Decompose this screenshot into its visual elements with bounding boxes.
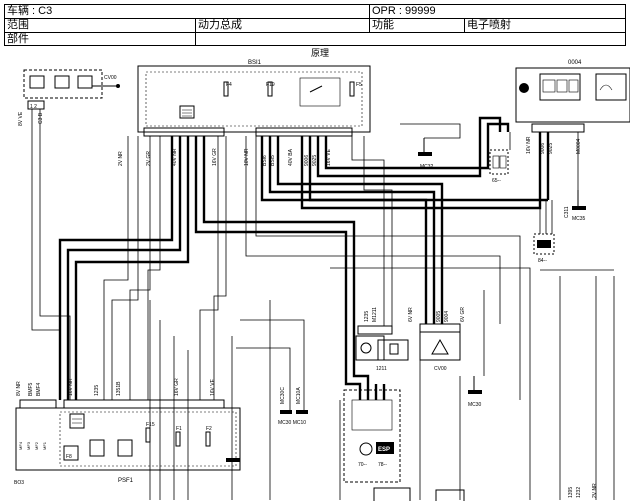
c1211-wire-a: 1235 [364, 311, 370, 322]
c1211-connector-label: 6V NR [408, 307, 414, 322]
bottom-wire-b: 1232 [576, 487, 582, 498]
cv00-connector-label: 8V VE [18, 111, 24, 126]
opr-label: OPR : 99999 [372, 5, 436, 17]
relay-mf4: MF4 [18, 441, 23, 450]
function-value: 电子喷射 [467, 19, 511, 31]
psf1-label: PSF1 [118, 478, 134, 484]
fuse-f5: F5 [356, 82, 362, 88]
c84-label: 84-- [538, 258, 547, 264]
bsi-conn-mid-label: 40V NR [172, 148, 178, 166]
c0004-label: 0004 [568, 60, 582, 66]
bottom-right-connector-label: 2V NR [592, 483, 598, 498]
title-block-rule [195, 18, 196, 46]
psf-conn-mid-label: 16V GR [174, 378, 180, 396]
c1211-wire-b: M1211 [372, 307, 378, 322]
fuse-f2: F2 [206, 426, 212, 432]
cv00-top-label: CV00 [104, 75, 117, 81]
thin-wire-group [31, 109, 615, 500]
bsi1-label: BSI1 [248, 60, 262, 66]
title-block-rule [369, 5, 370, 32]
c78-label: 78-- [378, 462, 387, 468]
c65-label: 65-- [492, 178, 501, 184]
ground-mc10a: MC10A [296, 387, 308, 414]
function-label: 功能 [372, 19, 394, 31]
ground-mc30-right: MC30 [468, 376, 482, 408]
psf-wire-d: 1351B [116, 381, 122, 396]
fuse-f8: F8 [66, 454, 72, 460]
fuse-f4: F4 [226, 82, 232, 88]
c0004-wire-a: 9006 [540, 143, 546, 154]
c311-label: C311 [564, 206, 570, 218]
bsi-conn-mid2-label: 16V GR [212, 148, 218, 166]
bsi-conn-left-label: 2V NR [118, 151, 124, 166]
cv00b-wire-b: 9004 [444, 311, 450, 322]
fuse-f15: F15 [146, 422, 155, 428]
bottom-wire-a: 1395 [568, 487, 574, 498]
relay-mf2: MF2 [34, 441, 39, 450]
c1211-component: 1211 1235 M1211 6V NR [355, 307, 414, 372]
scope-value: 动力总成 [198, 19, 242, 31]
scope-label: 范围 [7, 19, 29, 31]
relay-mf3: MF3 [26, 441, 31, 450]
c65-component: 65-- [489, 149, 509, 184]
bsi-conn-left2-label: 2V GR [146, 151, 152, 166]
c0004-wire-c: M0004 [576, 138, 582, 154]
esp-component: ESP 70-- 78-- [343, 389, 401, 483]
vehicle-label: 车辆 : C3 [7, 5, 53, 17]
title-block: 车辆 : C3 OPR : 99999 范围 动力总成 功能 电子喷射 部件 [4, 4, 626, 46]
psf-conn-left-label: 8V NR [16, 381, 22, 396]
cv00b-wire-a: 9005 [436, 311, 442, 322]
cv00-bottom-component: CV00 9005 9004 6V GR [419, 307, 466, 372]
ground-mc35: MC35 [572, 190, 586, 222]
psf-conn-mid2-label: 16V NR [68, 378, 74, 396]
bsi-conn-right3-label: 16V VE [326, 148, 332, 166]
bottom-partial-box [373, 487, 411, 501]
ground-mc30c: MC30C [280, 387, 292, 414]
c0004-component: 0004 16V NR 9006 9025 M0004 [515, 60, 630, 154]
svg-text:MC30C: MC30C [280, 387, 286, 404]
cv00-wire-label: C3 B [38, 112, 44, 124]
ground-psf1 [226, 458, 240, 462]
psf-wire-b: BMF4 [36, 382, 42, 396]
svg-text:MC30: MC30 [468, 402, 482, 408]
cv00b-connector-label: 6V GR [460, 307, 466, 322]
ground-mc30-mc10-label: MC30 MC10 [278, 420, 306, 426]
fuse-f1: F1 [176, 426, 182, 432]
title-block-rule [464, 18, 465, 32]
c0004-wire-b: 9025 [548, 143, 554, 154]
svg-text:MC35: MC35 [572, 216, 586, 222]
psf1-component: PSF1 F8 F15 F1 F2 MF4 MF3 MF2 MF1 8V NR … [14, 378, 241, 486]
bsi-conn-right-label: 10V NR [244, 148, 250, 166]
svg-text:MC10A: MC10A [296, 387, 302, 404]
section-title: 原理 [311, 48, 329, 58]
esp-label: ESP [378, 447, 390, 453]
psf-conn-right-label: 16V VE [210, 378, 216, 396]
c84-component: 84-- C311 [533, 206, 570, 264]
psf-wire-c: 1235 [94, 385, 100, 396]
thick-harness-group [58, 116, 550, 400]
part-label: 部件 [7, 33, 29, 45]
bsi-conn-right2-label: 40V BA [288, 148, 294, 166]
c1211-label: 1211 [376, 366, 387, 372]
b03-label: BO3 [14, 480, 24, 486]
c0004-connector-label: 16V NR [526, 136, 532, 154]
cv00-top-component: CV00 1 2 8V VE C3 B [18, 69, 120, 126]
cv00-pins-label: 1 2 [30, 104, 37, 110]
title-block-rule [5, 18, 625, 19]
bsi-wire-a: BSI6 [262, 155, 268, 166]
c70-label: 70-- [358, 462, 367, 468]
bsi-wire-b: BSI5 [270, 155, 276, 166]
title-block-rule [5, 32, 625, 33]
fuse-f19: F19 [266, 82, 275, 88]
ground-mc32: MC32 [418, 138, 434, 170]
cv00-bottom-label: CV00 [434, 366, 447, 372]
bsi-wire-d: 9025 [312, 155, 318, 166]
relay-mf1: MF1 [42, 441, 47, 450]
psf-wire-a: BMF5 [28, 382, 34, 396]
bsi1-component: BSI1 F4 F19 F5 2V NR 2V GR 40V NR 16V GR… [118, 60, 371, 166]
bottom-partial-box [435, 489, 465, 501]
bsi-wire-c: 9006 [304, 155, 310, 166]
